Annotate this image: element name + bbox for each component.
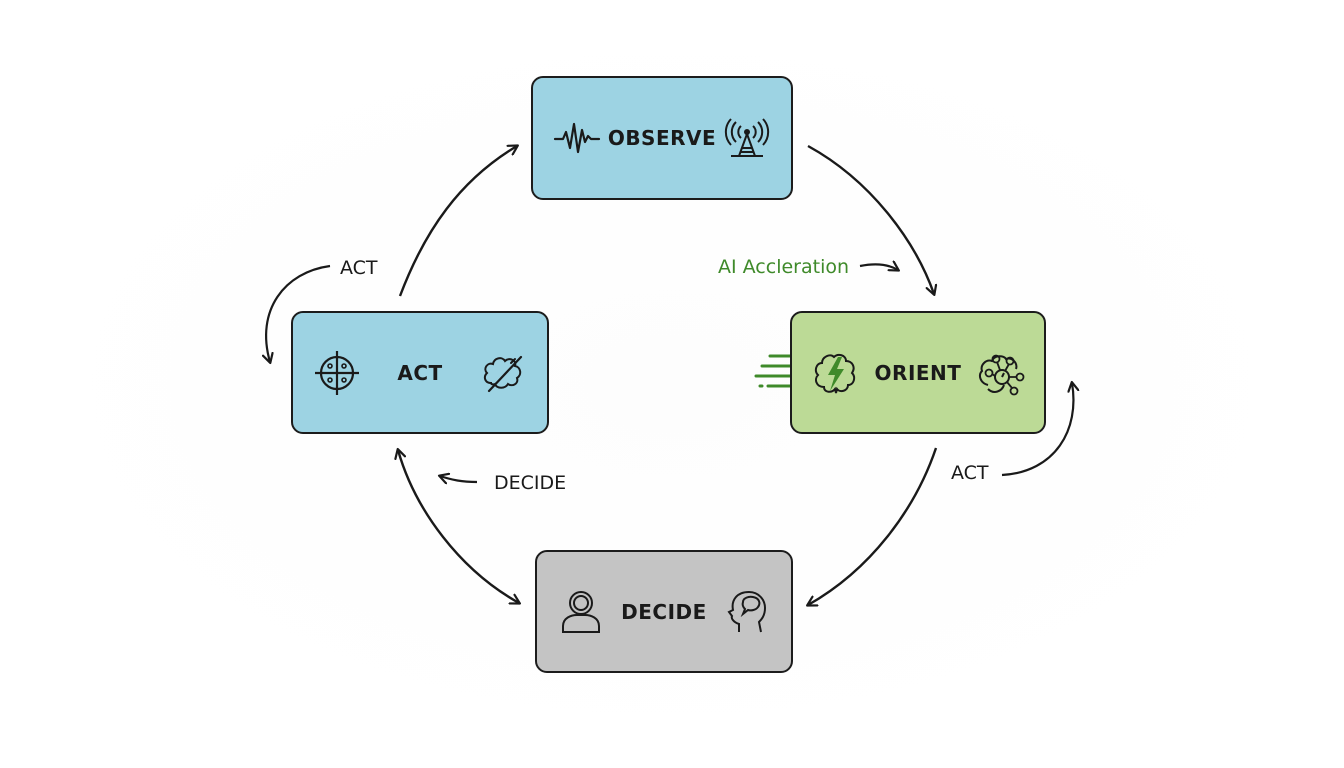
- edge-label-act-left: ACT: [340, 257, 378, 279]
- person-icon: [555, 586, 607, 638]
- signal-wave-icon: [551, 112, 603, 164]
- node-decide-label: DECIDE: [621, 599, 707, 624]
- node-observe[interactable]: OBSERVE: [531, 76, 793, 200]
- arrow-act-to-observe: [398, 146, 517, 297]
- arrow-decide-small: [440, 476, 478, 482]
- arrow-orient-to-decide: [808, 447, 938, 605]
- node-act[interactable]: ACT: [291, 311, 549, 434]
- node-orient-label: ORIENT: [874, 360, 962, 385]
- arrow-ai-acceleration: [859, 264, 898, 270]
- head-speech-icon: [721, 586, 773, 638]
- explosion-cloud-icon: [477, 347, 529, 399]
- radio-tower-icon: [721, 112, 773, 164]
- brain-lightning-icon: [810, 347, 862, 399]
- brain-network-icon: [974, 347, 1026, 399]
- edge-label-decide: DECIDE: [494, 472, 567, 494]
- edge-label-act-right: ACT: [951, 462, 989, 484]
- ai-acceleration-label: AI Accleration: [718, 256, 850, 278]
- node-decide[interactable]: DECIDE: [535, 550, 793, 673]
- node-observe-label: OBSERVE: [607, 126, 717, 150]
- speed-lines-icon: [754, 354, 794, 388]
- node-orient[interactable]: ORIENT: [790, 311, 1046, 434]
- node-act-label: ACT: [397, 360, 443, 385]
- crosshair-target-icon: [311, 347, 363, 399]
